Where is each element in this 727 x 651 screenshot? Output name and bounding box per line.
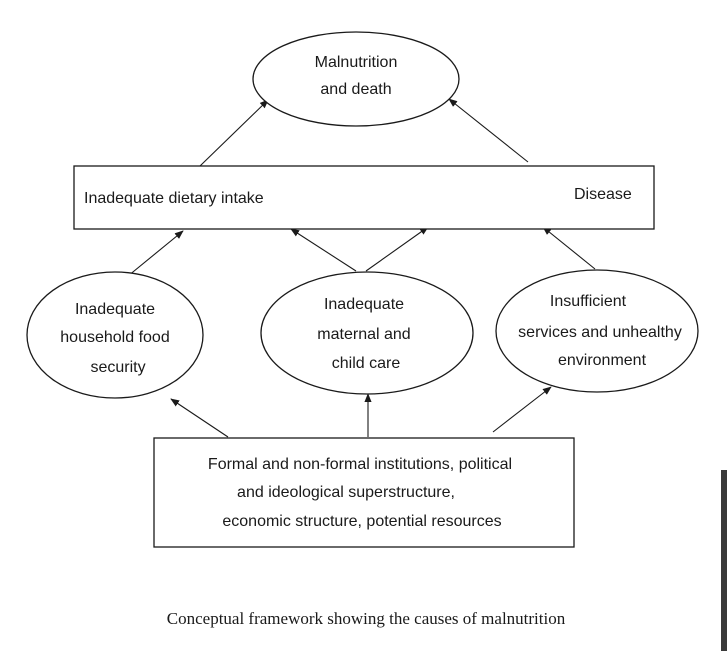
intake-disease-box xyxy=(73,165,655,230)
malnutrition-label-line-2: and death xyxy=(320,81,391,98)
services-label-line-2: services and unhealthy xyxy=(518,324,682,341)
scan-edge-shadow xyxy=(721,470,727,651)
arrow-intake-to-malnutrition xyxy=(199,99,269,167)
basic-causes-label-line-3: economic structure, potential resources xyxy=(222,513,501,530)
node-intake-and-disease: Inadequate dietary intake Disease xyxy=(73,165,655,230)
malnutrition-ellipse xyxy=(252,31,460,127)
care-ellipse xyxy=(260,271,474,395)
arrow-care-to-disease xyxy=(365,226,429,272)
basic-causes-label-line-2: and ideological superstructure, xyxy=(237,484,455,501)
basic-causes-box xyxy=(153,437,575,548)
arrow-disease-to-malnutrition xyxy=(448,98,529,163)
arrow-care-to-intake xyxy=(290,228,357,272)
node-basic-causes: Formal and non-formal institutions, poli… xyxy=(153,437,575,548)
food-security-label-line-3: security xyxy=(90,359,145,376)
node-malnutrition-and-death: Malnutrition and death xyxy=(252,31,460,127)
malnutrition-label-line-1: Malnutrition xyxy=(315,54,398,71)
inadequate-dietary-intake-label: Inadequate dietary intake xyxy=(84,190,264,207)
arrow-food-security-to-intake xyxy=(127,230,184,277)
basic-causes-label-line-1: Formal and non-formal institutions, poli… xyxy=(208,456,512,473)
node-services-environment: Insufficient services and unhealthy envi… xyxy=(495,269,699,393)
node-household-food-security: Inadequate household food security xyxy=(26,271,204,399)
care-label-line-3: child care xyxy=(332,355,401,372)
disease-label: Disease xyxy=(574,186,632,203)
care-label-line-1: Inadequate xyxy=(324,296,404,313)
services-ellipse xyxy=(495,269,699,393)
arrow-services-to-disease xyxy=(542,226,596,270)
care-label-line-2: maternal and xyxy=(317,326,410,343)
services-label-line-3: environment xyxy=(558,352,647,369)
arrow-basic-causes-to-food-security xyxy=(170,398,229,438)
services-label-line-1: Insufficient xyxy=(550,293,627,310)
food-security-label-line-1: Inadequate xyxy=(75,301,155,318)
food-security-ellipse xyxy=(26,271,204,399)
node-maternal-child-care: Inadequate maternal and child care xyxy=(260,271,474,395)
figure-caption: Conceptual framework showing the causes … xyxy=(167,609,566,628)
food-security-label-line-2: household food xyxy=(60,329,169,346)
arrow-basic-causes-to-services xyxy=(492,386,552,433)
